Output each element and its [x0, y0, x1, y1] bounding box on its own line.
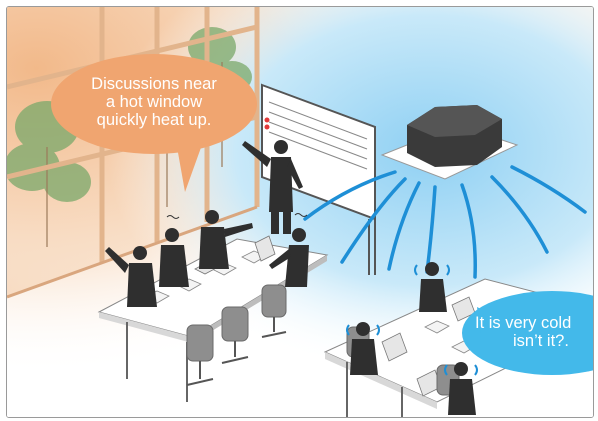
ceiling-air-conditioner-icon — [380, 105, 519, 180]
cold-bubble-text: It is very cold isn’t it?. — [469, 314, 593, 350]
office-scene — [7, 7, 593, 417]
shiver-marks — [346, 264, 478, 376]
hot-speech-bubble — [51, 54, 257, 192]
hot-bubble-line-1: Discussions near — [91, 75, 217, 93]
cold-bubble-line-2: isn’t it?. — [513, 332, 569, 350]
people-left — [105, 140, 309, 307]
hot-bubble-text: Discussions near a hot window quickly he… — [54, 75, 254, 129]
cold-speech-bubble — [462, 291, 593, 375]
heat-marks — [166, 213, 308, 219]
chairs-left — [186, 284, 287, 386]
hot-bubble-line-3: quickly heat up. — [96, 111, 212, 129]
illustration-frame: Discussions near a hot window quickly he… — [6, 6, 594, 418]
cold-bubble-line-1: It is very cold — [475, 314, 572, 332]
hot-bubble-line-2: a hot window — [105, 93, 203, 111]
airflow-lines — [303, 165, 587, 279]
